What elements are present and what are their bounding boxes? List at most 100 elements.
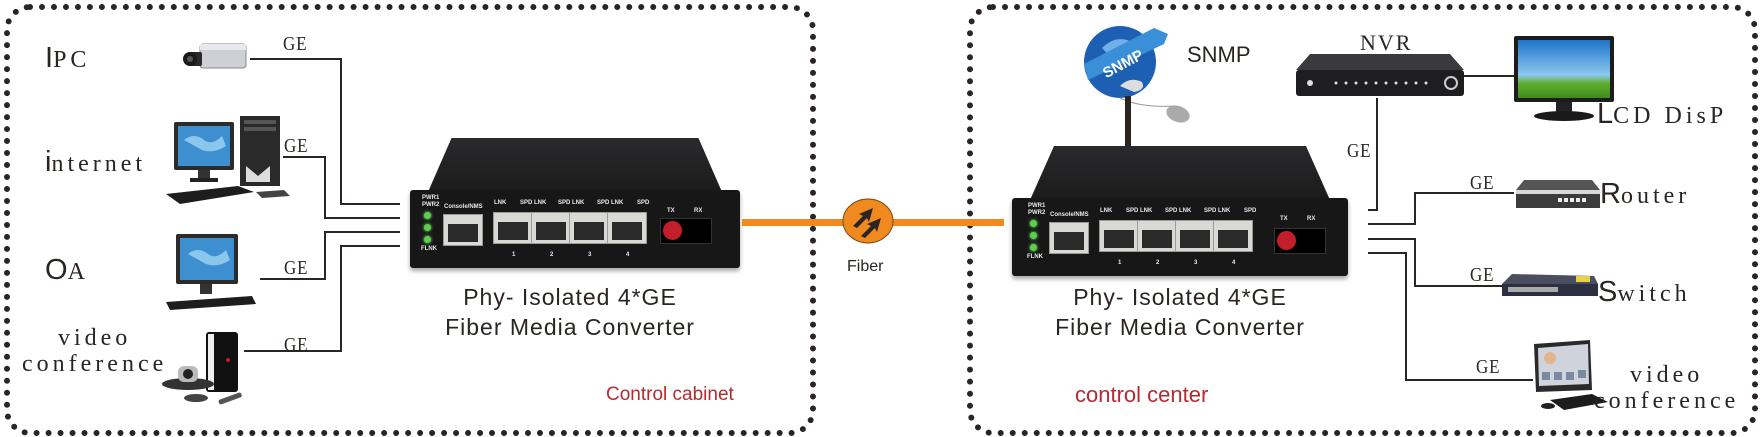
switch-label-rest: witch (1617, 281, 1691, 307)
lcd-label: LCD DisP (1597, 98, 1727, 131)
wire-ipc-h2 (340, 203, 400, 205)
converter-front-panel-right: PWR1 PWR2 FLNK Console/NMS LNK SPD LNK S… (1012, 198, 1348, 276)
fiber-media-converter-right: PWR1 PWR2 FLNK Console/NMS LNK SPD LNK S… (1012, 146, 1348, 276)
ge-port-right-4[interactable] (1213, 220, 1253, 252)
spd-lnk-label-right-1: SPD LNK (1126, 208, 1153, 214)
zone-title-control-cabinet: Control cabinet (606, 384, 734, 405)
tx-label-right: TX (1280, 216, 1288, 222)
wire-router (1414, 192, 1514, 194)
led-pwr1-right (1030, 220, 1037, 227)
switch-icon (1502, 274, 1598, 296)
lnk-label: LNK (494, 200, 507, 206)
wire-oa-v (324, 231, 326, 279)
wire-switch (1414, 285, 1502, 287)
port-number-right-4: 4 (1232, 260, 1236, 266)
pwr-label: PWR1 PWR2 (422, 195, 440, 208)
ipc-label-cap: I (45, 42, 54, 74)
wire-internet-v (324, 156, 326, 218)
wire-oa-h2 (324, 231, 400, 233)
ge-label-oa: GE (284, 257, 309, 279)
ge-port-right-3[interactable] (1175, 220, 1215, 252)
spd-lnk-label-1: SPD LNK (520, 200, 547, 206)
tx-connector-right (1277, 231, 1296, 250)
spd-label-right: SPD (1244, 208, 1257, 214)
switch-label: Switch (1598, 276, 1691, 309)
internet-label: internet (45, 146, 146, 179)
ge-port-1[interactable] (493, 212, 533, 244)
rx-label-right: RX (1307, 216, 1316, 222)
port-number-right-1: 1 (1118, 260, 1122, 266)
caption-line1: Phy- Isolated 4*GE (463, 284, 677, 310)
ge-port-4[interactable] (607, 212, 647, 244)
video-conference-line1: video (57, 325, 132, 351)
port-number-right-2: 2 (1156, 260, 1160, 266)
wire-vc-right-h2 (1368, 252, 1406, 254)
caption-right-line1: Phy- Isolated 4*GE (1073, 284, 1287, 310)
desktop-pc-icon (166, 116, 290, 204)
led-flnk-right (1030, 244, 1037, 251)
wire-switch-h2 (1368, 238, 1415, 240)
ipc-label: IPC (45, 42, 90, 75)
console-port-right[interactable] (1049, 222, 1089, 254)
wire-ipc (250, 58, 340, 60)
nvr-label: NVR (1360, 30, 1413, 55)
flnk-label: FLNK (421, 246, 437, 252)
wire-vc-v (340, 245, 342, 351)
video-conference-label-left: video conference (22, 325, 167, 377)
snmp-globe-icon: SNMP (1084, 26, 1190, 123)
ge-port-right-1[interactable] (1099, 220, 1139, 252)
spd-lnk-label-right-3: SPD LNK (1204, 208, 1231, 214)
lnk-label-right: LNK (1100, 208, 1113, 214)
spd-label: SPD (637, 200, 650, 206)
wire-internet-h2 (324, 217, 400, 219)
oa-label-rest: A (67, 259, 89, 285)
internet-label-cap: i (45, 146, 52, 178)
fiber-media-converter-left: PWR1 PWR2 FLNK Console/NMS LNK SPD LNK S… (410, 138, 740, 268)
internet-label-rest: nternet (51, 151, 147, 177)
sc-fiber-port-right[interactable] (1274, 228, 1326, 254)
wire-switch-v (1414, 238, 1416, 286)
wire-nvr-v (1376, 98, 1378, 210)
port-number-2: 2 (550, 252, 554, 258)
ge-port-right-2[interactable] (1137, 220, 1177, 252)
oa-label: OA (45, 254, 89, 287)
led-pwr2-right (1030, 232, 1037, 239)
console-port[interactable] (443, 214, 483, 246)
lcd-label-cap: L (1597, 98, 1614, 130)
video-conference-unit-icon (162, 332, 242, 405)
converter-front-panel: PWR1 PWR2 FLNK Console/NMS LNK SPD LNK S… (410, 190, 740, 268)
port-number-right-3: 3 (1194, 260, 1198, 266)
port-number-1: 1 (512, 252, 516, 258)
console-label: Console/NMS (444, 204, 483, 210)
nvr-icon (1296, 54, 1464, 96)
converter-caption-right: Phy- Isolated 4*GE Fiber Media Converter (1020, 282, 1340, 342)
lcd-label-rest: CD DisP (1613, 103, 1728, 129)
router-label-rest: outer (1620, 183, 1691, 209)
ipc-label-rest: PC (53, 47, 91, 73)
zone-title-control-center: control center (1075, 382, 1209, 407)
lcd-display-icon (1514, 36, 1614, 121)
converter-top-heatsink-right (1030, 146, 1330, 200)
ge-label-vc: GE (284, 334, 309, 356)
converter-top-heatsink (428, 138, 722, 192)
converter-caption-left: Phy- Isolated 4*GE Fiber Media Converter (410, 282, 730, 342)
sc-fiber-port[interactable] (660, 218, 712, 244)
video-conference-right-line2: conference (1594, 388, 1740, 414)
all-in-one-pc-icon (1534, 340, 1608, 410)
caption-line2: Fiber Media Converter (445, 314, 695, 340)
ge-port-2[interactable] (531, 212, 571, 244)
ge-label-switch: GE (1470, 264, 1495, 286)
rx-label: RX (694, 208, 703, 214)
ge-label-vc-right: GE (1476, 356, 1501, 378)
spd-lnk-label-right-2: SPD LNK (1165, 208, 1192, 214)
ge-label-ipc: GE (283, 33, 308, 55)
fiber-arrows-icon (842, 198, 894, 244)
ge-label-nvr: GE (1347, 140, 1372, 162)
spd-lnk-label-2: SPD LNK (558, 200, 585, 206)
ge-label-internet: GE (284, 135, 309, 157)
ip-camera-icon (183, 43, 247, 69)
ge-port-3[interactable] (569, 212, 609, 244)
wire-oa (260, 278, 326, 280)
ge-label-router: GE (1470, 172, 1495, 194)
router-label: Router (1600, 178, 1690, 211)
